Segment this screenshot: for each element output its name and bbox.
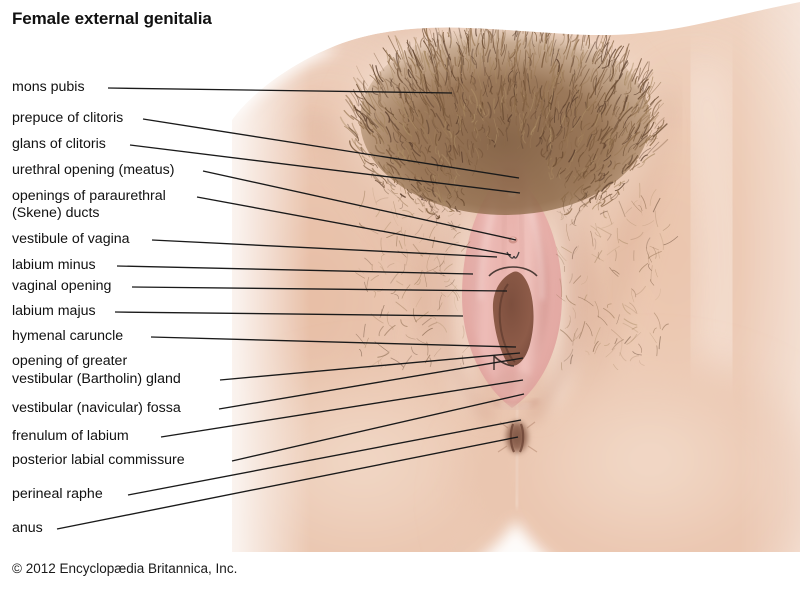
leader-line-vestibule-of-vagina <box>151 239 498 258</box>
callout-label-labium-majus: labium majus <box>12 303 96 319</box>
callout-label-mons-pubis: mons pubis <box>12 79 85 95</box>
page-title: Female external genitalia <box>12 9 212 28</box>
leader-line-glans-of-clitoris <box>129 144 521 194</box>
callout-label-urethral-opening-meatus: urethral opening (meatus) <box>12 162 175 178</box>
leader-line-perineal-raphe <box>127 419 522 496</box>
callout-label-vestibule-of-vagina: vestibule of vagina <box>12 231 130 247</box>
leader-line-anus <box>56 436 519 530</box>
callout-label-vestibular-navicular-fossa: vestibular (navicular) fossa <box>12 400 181 416</box>
leader-line-mons-pubis <box>107 87 453 94</box>
leader-line-posterior-labial-commissure <box>231 393 525 462</box>
callout-label-posterior-labial-commissure: posterior labial commissure <box>12 452 185 468</box>
leader-line-opening-bartholin-2 <box>219 352 521 381</box>
callout-label-opening-bartholin-2: vestibular (Bartholin) gland <box>12 371 181 387</box>
callout-label-hymenal-caruncle: hymenal caruncle <box>12 328 124 344</box>
leader-line-urethral-opening-meatus <box>202 170 517 241</box>
callout-label-perineal-raphe: perineal raphe <box>12 486 103 502</box>
callout-label-openings-paraurethral-2: (Skene) ducts <box>12 205 100 221</box>
leader-line-vaginal-opening <box>131 286 508 292</box>
leader-line-vestibular-navicular-fossa <box>218 357 524 410</box>
leader-line-labium-majus <box>114 311 464 317</box>
leader-line-labium-minus <box>116 265 474 275</box>
copyright-notice: © 2012 Encyclopædia Britannica, Inc. <box>12 561 238 576</box>
callout-label-opening-bartholin-1: opening of greater <box>12 353 128 369</box>
callout-label-prepuce-of-clitoris: prepuce of clitoris <box>12 110 124 126</box>
callout-label-labium-minus: labium minus <box>12 257 96 273</box>
leader-line-frenulum-of-labium <box>160 379 524 438</box>
leader-line-hymenal-caruncle <box>150 336 517 348</box>
callout-label-frenulum-of-labium: frenulum of labium <box>12 428 129 444</box>
callout-label-anus: anus <box>12 520 43 536</box>
callout-label-vaginal-opening: vaginal opening <box>12 278 112 294</box>
callout-label-glans-of-clitoris: glans of clitoris <box>12 136 106 152</box>
callout-label-openings-paraurethral-1: openings of paraurethral <box>12 188 166 204</box>
leader-line-openings-paraurethral-1 <box>196 196 512 256</box>
leader-line-prepuce-of-clitoris <box>142 118 520 179</box>
